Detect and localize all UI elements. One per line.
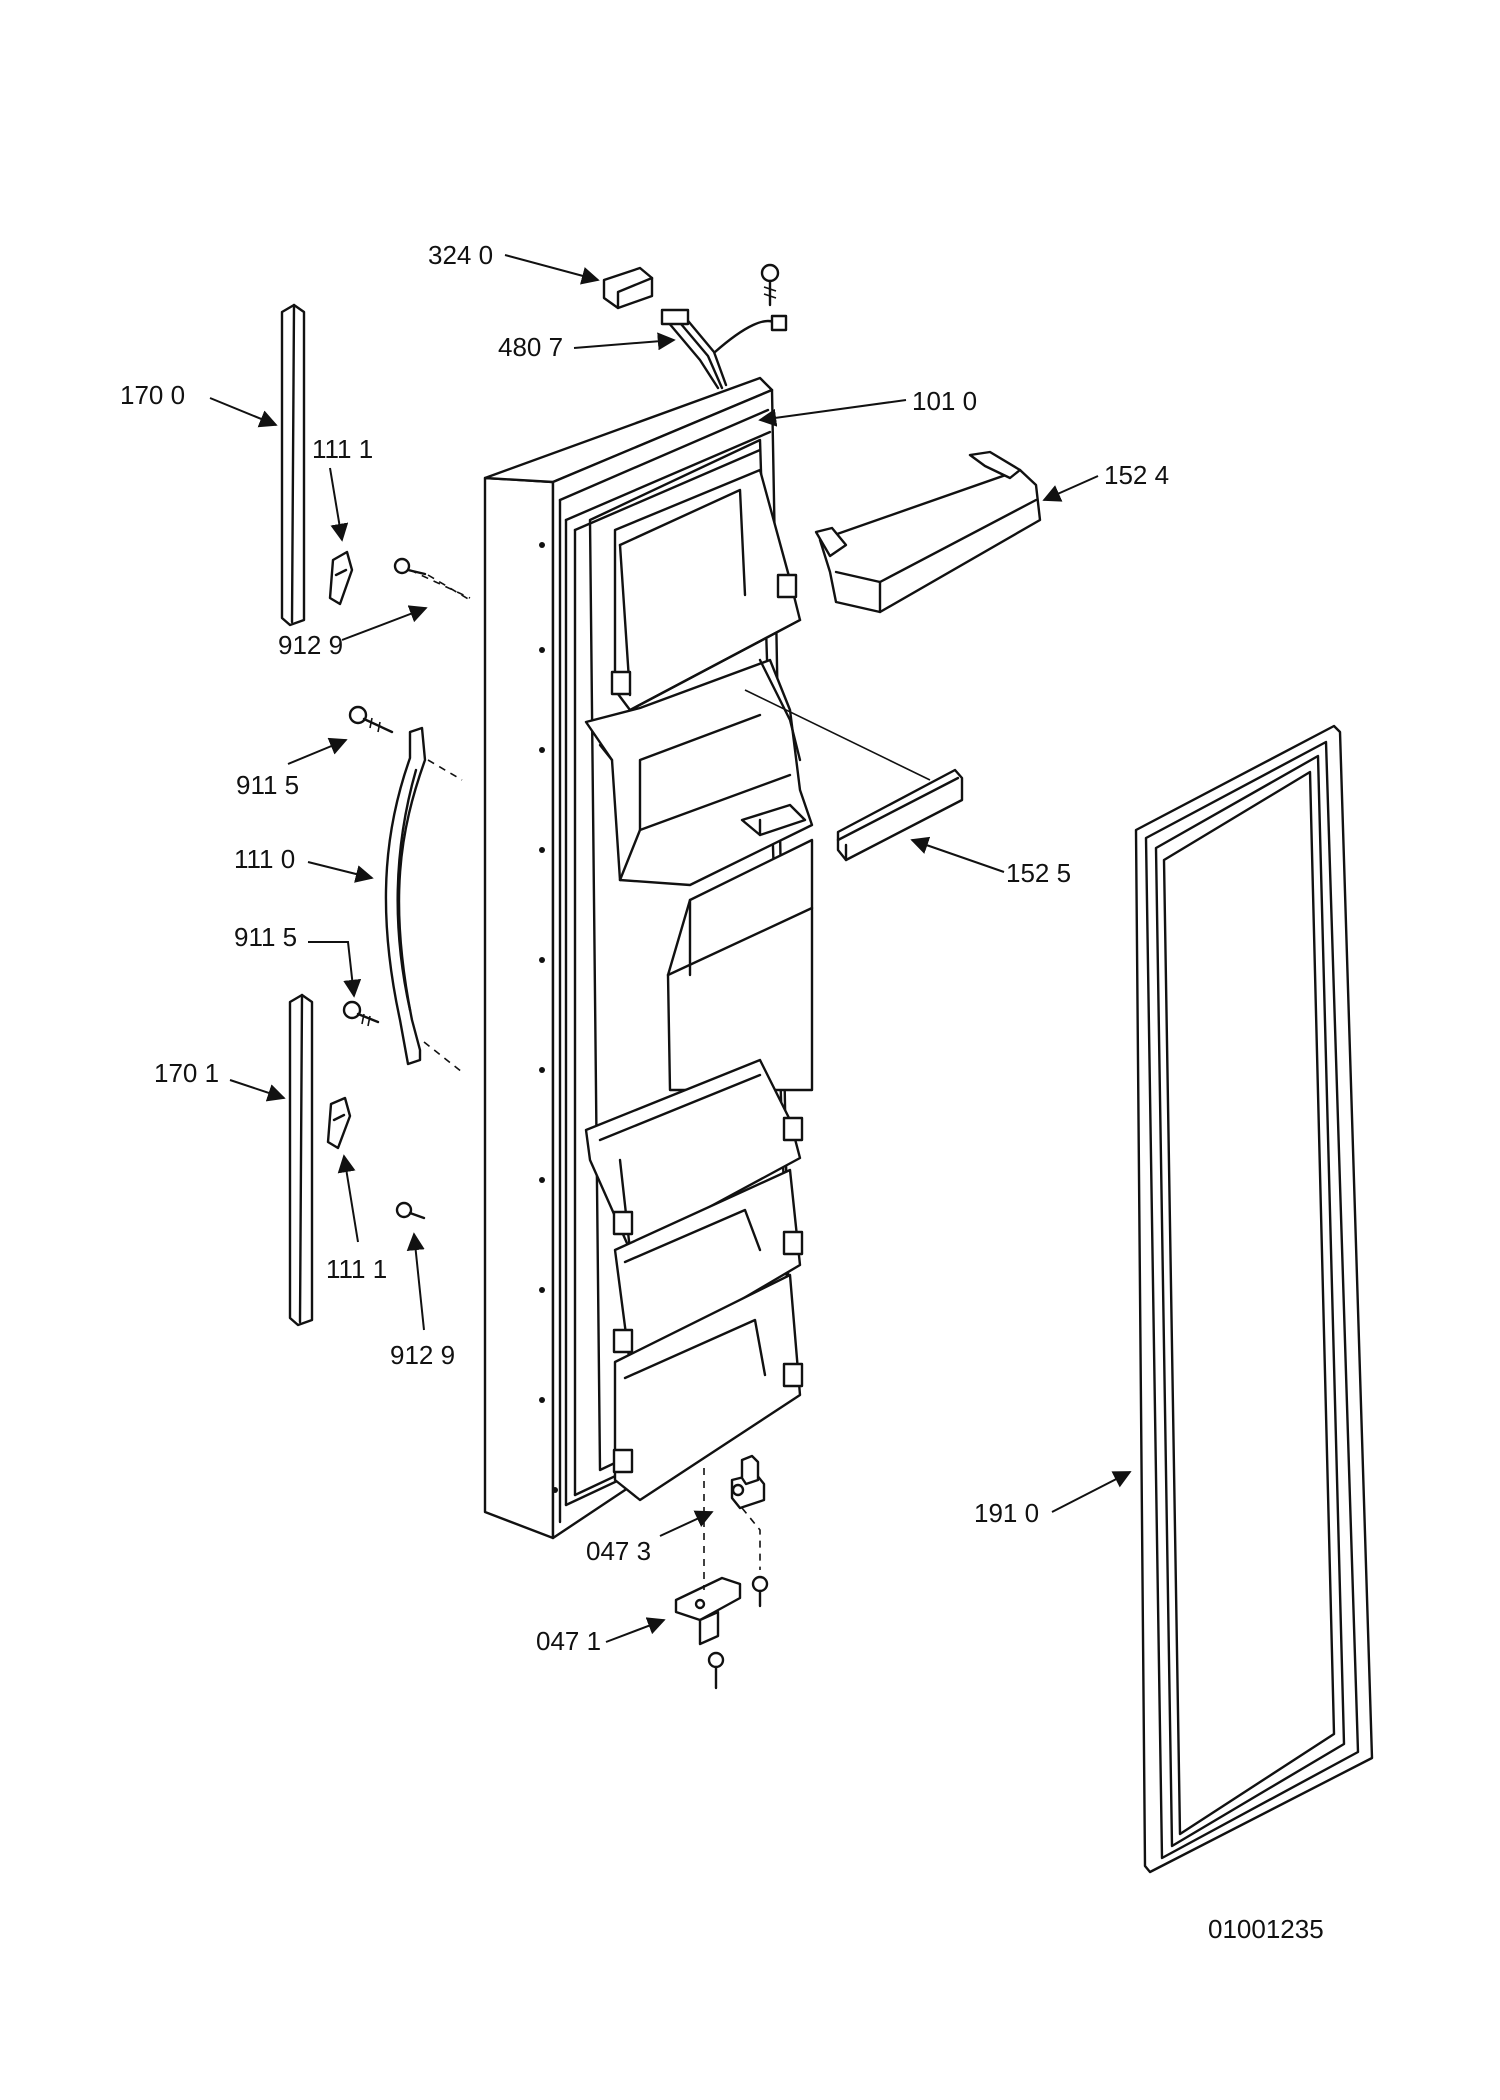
callout-047-1: 047 1 — [536, 1626, 601, 1656]
upper-bin — [610, 468, 802, 712]
callout-labels: 324 0 480 7 101 0 152 4 170 0 111 1 912 … — [120, 240, 1324, 1944]
callout-170-1: 170 1 — [154, 1058, 219, 1088]
rail-screw-dots — [539, 542, 558, 1493]
screw-912-lower — [395, 1201, 426, 1220]
lower-bin-2 — [612, 1168, 804, 1367]
callout-101-0: 101 0 — [912, 386, 977, 416]
hinge-pin-047-3 — [730, 1454, 766, 1510]
dispenser-housing — [584, 658, 814, 1092]
shelf-152-5 — [836, 768, 964, 862]
hinge-screw-line — [741, 1507, 761, 1570]
trim-strip-upper — [280, 303, 306, 627]
callout-152-5: 152 5 — [1006, 858, 1071, 888]
callout-111-1-lower: 111 1 — [326, 1254, 387, 1284]
door-handle — [384, 726, 463, 1073]
alignment-line-upper — [409, 569, 471, 599]
guide-line-152-5 — [744, 689, 931, 781]
clip-upper — [328, 550, 354, 606]
callout-111-0: 111 0 — [234, 844, 295, 874]
door-gasket — [1134, 724, 1374, 1874]
hinge-bracket-047-1 — [674, 1576, 742, 1646]
trim-strip-lower — [288, 993, 314, 1327]
callout-324-0: 324 0 — [428, 240, 493, 270]
connector-324 — [602, 266, 654, 310]
callout-047-3: 047 3 — [586, 1536, 651, 1566]
clip-lower — [326, 1096, 352, 1150]
callout-191-0: 191 0 — [974, 1498, 1039, 1528]
wire-harness-480 — [660, 308, 788, 390]
screw-911-lower — [342, 1000, 380, 1027]
callout-912-9-lower: 912 9 — [390, 1340, 455, 1370]
callout-480-7: 480 7 — [498, 332, 563, 362]
leader-lines — [209, 254, 1132, 1643]
drawing-number: 01001235 — [1208, 1914, 1324, 1944]
screw-911-upper — [348, 705, 394, 734]
shelf-152-4 — [814, 450, 1042, 614]
top-screw — [760, 263, 780, 307]
callout-170-0: 170 0 — [120, 380, 185, 410]
callout-912-9-upper: 912 9 — [278, 630, 343, 660]
callout-152-4: 152 4 — [1104, 460, 1169, 490]
lower-bin-1 — [584, 1058, 804, 1252]
callout-911-5-upper: 911 5 — [236, 770, 299, 800]
screw-912-upper — [393, 557, 471, 601]
callout-911-5-lower: 911 5 — [234, 922, 297, 952]
hinge-screws — [707, 1575, 769, 1690]
callout-111-1-upper: 111 1 — [312, 434, 373, 464]
lower-bin-3 — [612, 1273, 804, 1502]
